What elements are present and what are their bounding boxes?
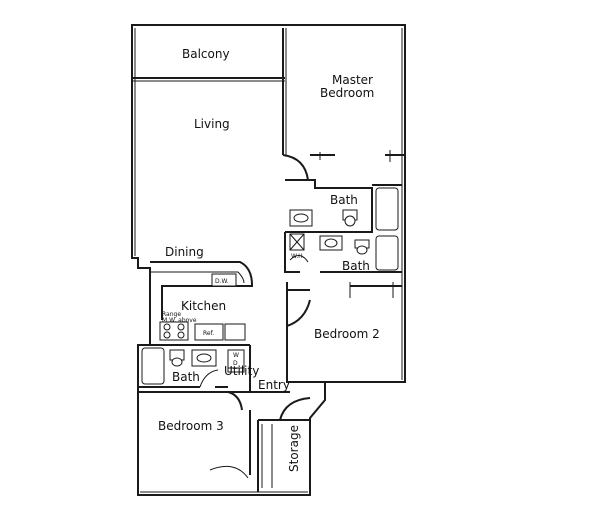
water-heater-label: W.H.: [291, 253, 305, 260]
range-label-line2: M.W. above: [162, 317, 197, 324]
entry-label: Entry: [258, 378, 290, 392]
refrigerator-label: Ref.: [203, 330, 214, 337]
bedroom2-label: Bedroom 2: [314, 327, 380, 341]
bedroom2-area: [286, 282, 402, 383]
dryer-label: D: [233, 360, 238, 367]
balcony-area: [132, 28, 287, 155]
kitchen-area: [150, 261, 253, 346]
utility-label: Utility: [224, 364, 259, 378]
bath-bottom-label: Bath: [172, 370, 200, 384]
living-label: Living: [194, 117, 230, 131]
bath-mid-area: [284, 232, 402, 273]
washer-label: W: [233, 352, 239, 359]
bath-top-label: Bath: [330, 193, 358, 207]
kitchen-label: Kitchen: [181, 299, 226, 313]
bedroom3-area: [138, 391, 311, 492]
bath-bottom-area: [137, 345, 251, 392]
bath-top-area: [285, 179, 402, 233]
dining-label: Dining: [165, 245, 204, 259]
master-bedroom-label-line1: Master: [332, 73, 373, 87]
outer-walls: [131, 24, 406, 496]
master-bedroom-label-line2: Bedroom: [320, 86, 374, 100]
balcony-label: Balcony: [182, 47, 230, 61]
master-bedroom-walls: [282, 150, 405, 181]
bedroom3-label: Bedroom 3: [158, 419, 224, 433]
bath-mid-label: Bath: [342, 259, 370, 273]
storage-label: Storage: [287, 425, 301, 472]
range-label-line1: Range: [162, 311, 181, 318]
dishwasher-label: D.W.: [215, 278, 229, 285]
